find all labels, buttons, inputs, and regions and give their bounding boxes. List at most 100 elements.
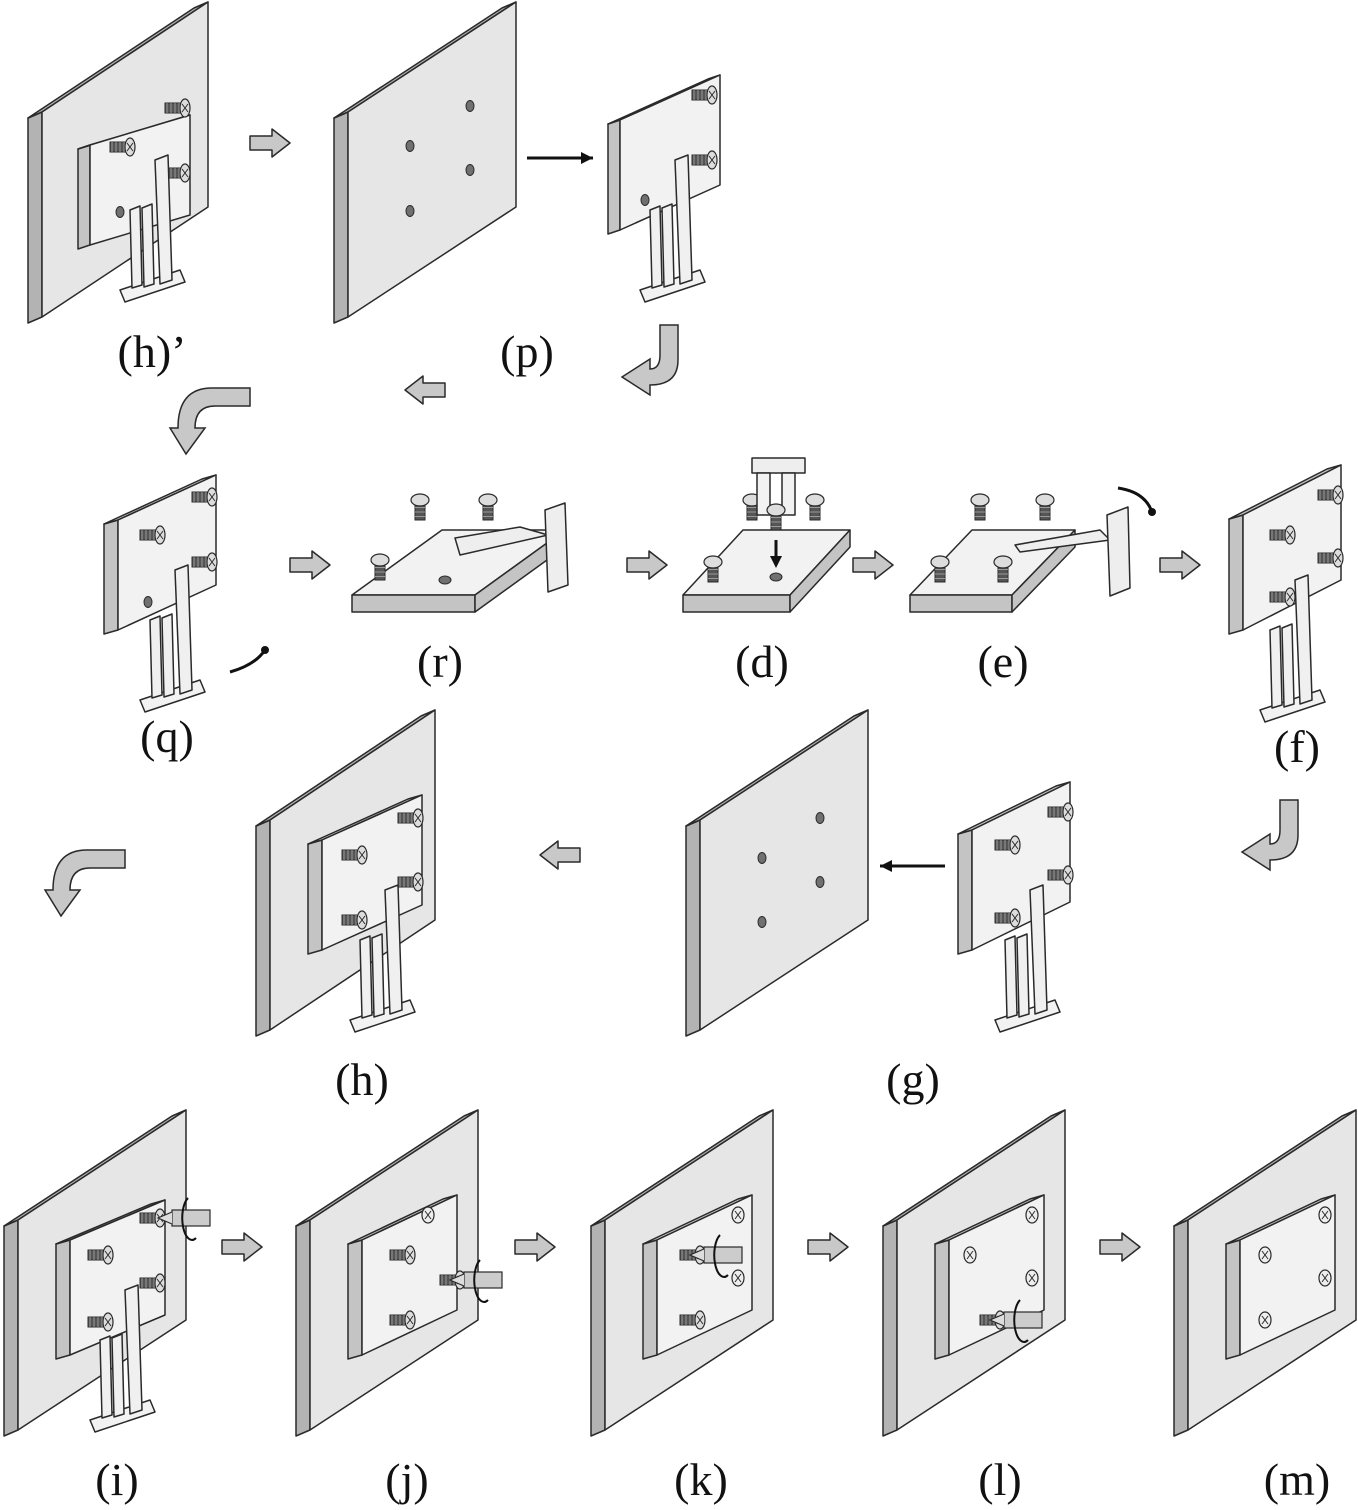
screw-head-icon — [1318, 1206, 1332, 1224]
panel-edge — [255, 819, 271, 1037]
plate-side — [1011, 529, 1076, 613]
screw-icon — [993, 555, 1013, 583]
screwdriver-icon — [988, 1299, 1043, 1343]
jig-leg — [781, 472, 796, 516]
jig-stand — [1259, 574, 1326, 723]
screw-icon — [341, 845, 368, 865]
screw-icon — [87, 1312, 114, 1332]
screw-head-icon — [1258, 1246, 1272, 1264]
screw-head-icon — [731, 1269, 745, 1287]
step-g — [685, 709, 869, 1037]
jig-leg — [1004, 935, 1018, 1019]
jig-arm — [154, 154, 173, 285]
arrow-l-to-m — [1099, 1232, 1141, 1262]
rotate-arrow-q — [229, 646, 269, 674]
step-k — [590, 1109, 774, 1437]
plate-edge — [607, 119, 621, 235]
jig-leg — [1281, 623, 1295, 708]
arrow-e-to-f — [1159, 550, 1201, 580]
arrow-g-move — [880, 860, 945, 872]
plate-edge — [1228, 514, 1244, 635]
step-label-k: (k) — [674, 1454, 728, 1505]
hole-icon — [640, 194, 650, 206]
hole-icon — [757, 852, 767, 864]
screw-icon — [1317, 485, 1344, 505]
hole-icon — [815, 876, 825, 888]
arrow-q-to-r — [289, 550, 331, 580]
plate-edge — [642, 1239, 658, 1360]
jig-arm — [674, 154, 693, 285]
hole-icon — [465, 100, 475, 112]
step-label-g: (g) — [886, 1054, 940, 1105]
screw-icon — [397, 872, 424, 892]
plate-face — [619, 74, 721, 231]
jig-leg — [1016, 933, 1030, 1018]
jig-leg — [99, 1335, 113, 1419]
jig-leg — [161, 613, 175, 698]
hole-icon — [405, 140, 415, 152]
plate-edge — [934, 1239, 950, 1360]
jig-base — [751, 457, 806, 474]
turn-arrow-f-to-g — [1240, 799, 1299, 872]
screw-icon — [994, 908, 1021, 928]
plate-face — [1242, 464, 1342, 631]
plate-edge — [103, 519, 119, 635]
screw-icon — [389, 1310, 416, 1330]
plate-face — [117, 474, 217, 631]
plate-front — [351, 594, 476, 613]
plate-edge — [347, 1239, 363, 1360]
jig-base — [544, 502, 569, 593]
screw-icon — [1035, 493, 1055, 521]
turn-arrow-icon — [43, 849, 126, 918]
panel-edge — [27, 111, 43, 324]
turn-arrow-to-q — [168, 387, 251, 456]
screw-head-icon — [1025, 1206, 1039, 1224]
screw-icon — [766, 503, 786, 531]
jig-arm — [1294, 574, 1313, 705]
plate-edge — [1225, 1239, 1241, 1360]
hole-icon — [465, 164, 475, 176]
turn-arrow-h-to-i — [43, 849, 126, 918]
screw-icon — [397, 808, 424, 828]
hole-icon — [143, 596, 153, 608]
step-label-j: (j) — [385, 1454, 428, 1505]
screw-head-icon — [963, 1246, 977, 1264]
plate-face — [69, 1199, 166, 1356]
jig-stand — [89, 1284, 156, 1433]
jig-leg — [649, 205, 663, 289]
jig-stand — [994, 884, 1061, 1033]
jig-arm — [1029, 884, 1048, 1015]
step-label-f: (f) — [1274, 721, 1320, 772]
panel-face — [347, 1, 517, 318]
step-r — [351, 493, 569, 613]
jig-stand — [139, 564, 206, 713]
flow-arrow-icon — [289, 550, 331, 580]
screw-icon — [341, 910, 368, 930]
step-q — [103, 474, 218, 713]
plate-edge — [307, 839, 323, 955]
screw-head-icon — [731, 1206, 745, 1224]
plate-edge — [77, 144, 91, 250]
screw-icon — [930, 555, 950, 583]
jig-leg — [661, 203, 675, 288]
flow-arrow-icon — [1099, 1232, 1141, 1262]
screwdriver-icon — [156, 1197, 211, 1241]
hole-icon — [115, 206, 125, 218]
rotate-arrow-icon — [229, 649, 267, 674]
jig-stand — [119, 154, 186, 303]
screw-icon — [164, 98, 191, 118]
step-label-m: (m) — [1264, 1454, 1330, 1505]
jig-stand — [349, 884, 416, 1033]
step-label-i: (i) — [95, 1454, 138, 1505]
step-d — [682, 457, 851, 613]
screw-icon — [994, 835, 1021, 855]
jig-leg — [111, 1333, 125, 1418]
step-label-h: (h) — [335, 1054, 389, 1105]
jig-arm — [384, 884, 403, 1015]
step-p-plate — [607, 74, 721, 303]
arrow-r-to-d — [626, 550, 668, 580]
turn-arrow-icon — [168, 387, 251, 456]
step-h-prime — [27, 1, 209, 324]
step-label-p: (p) — [500, 326, 554, 377]
